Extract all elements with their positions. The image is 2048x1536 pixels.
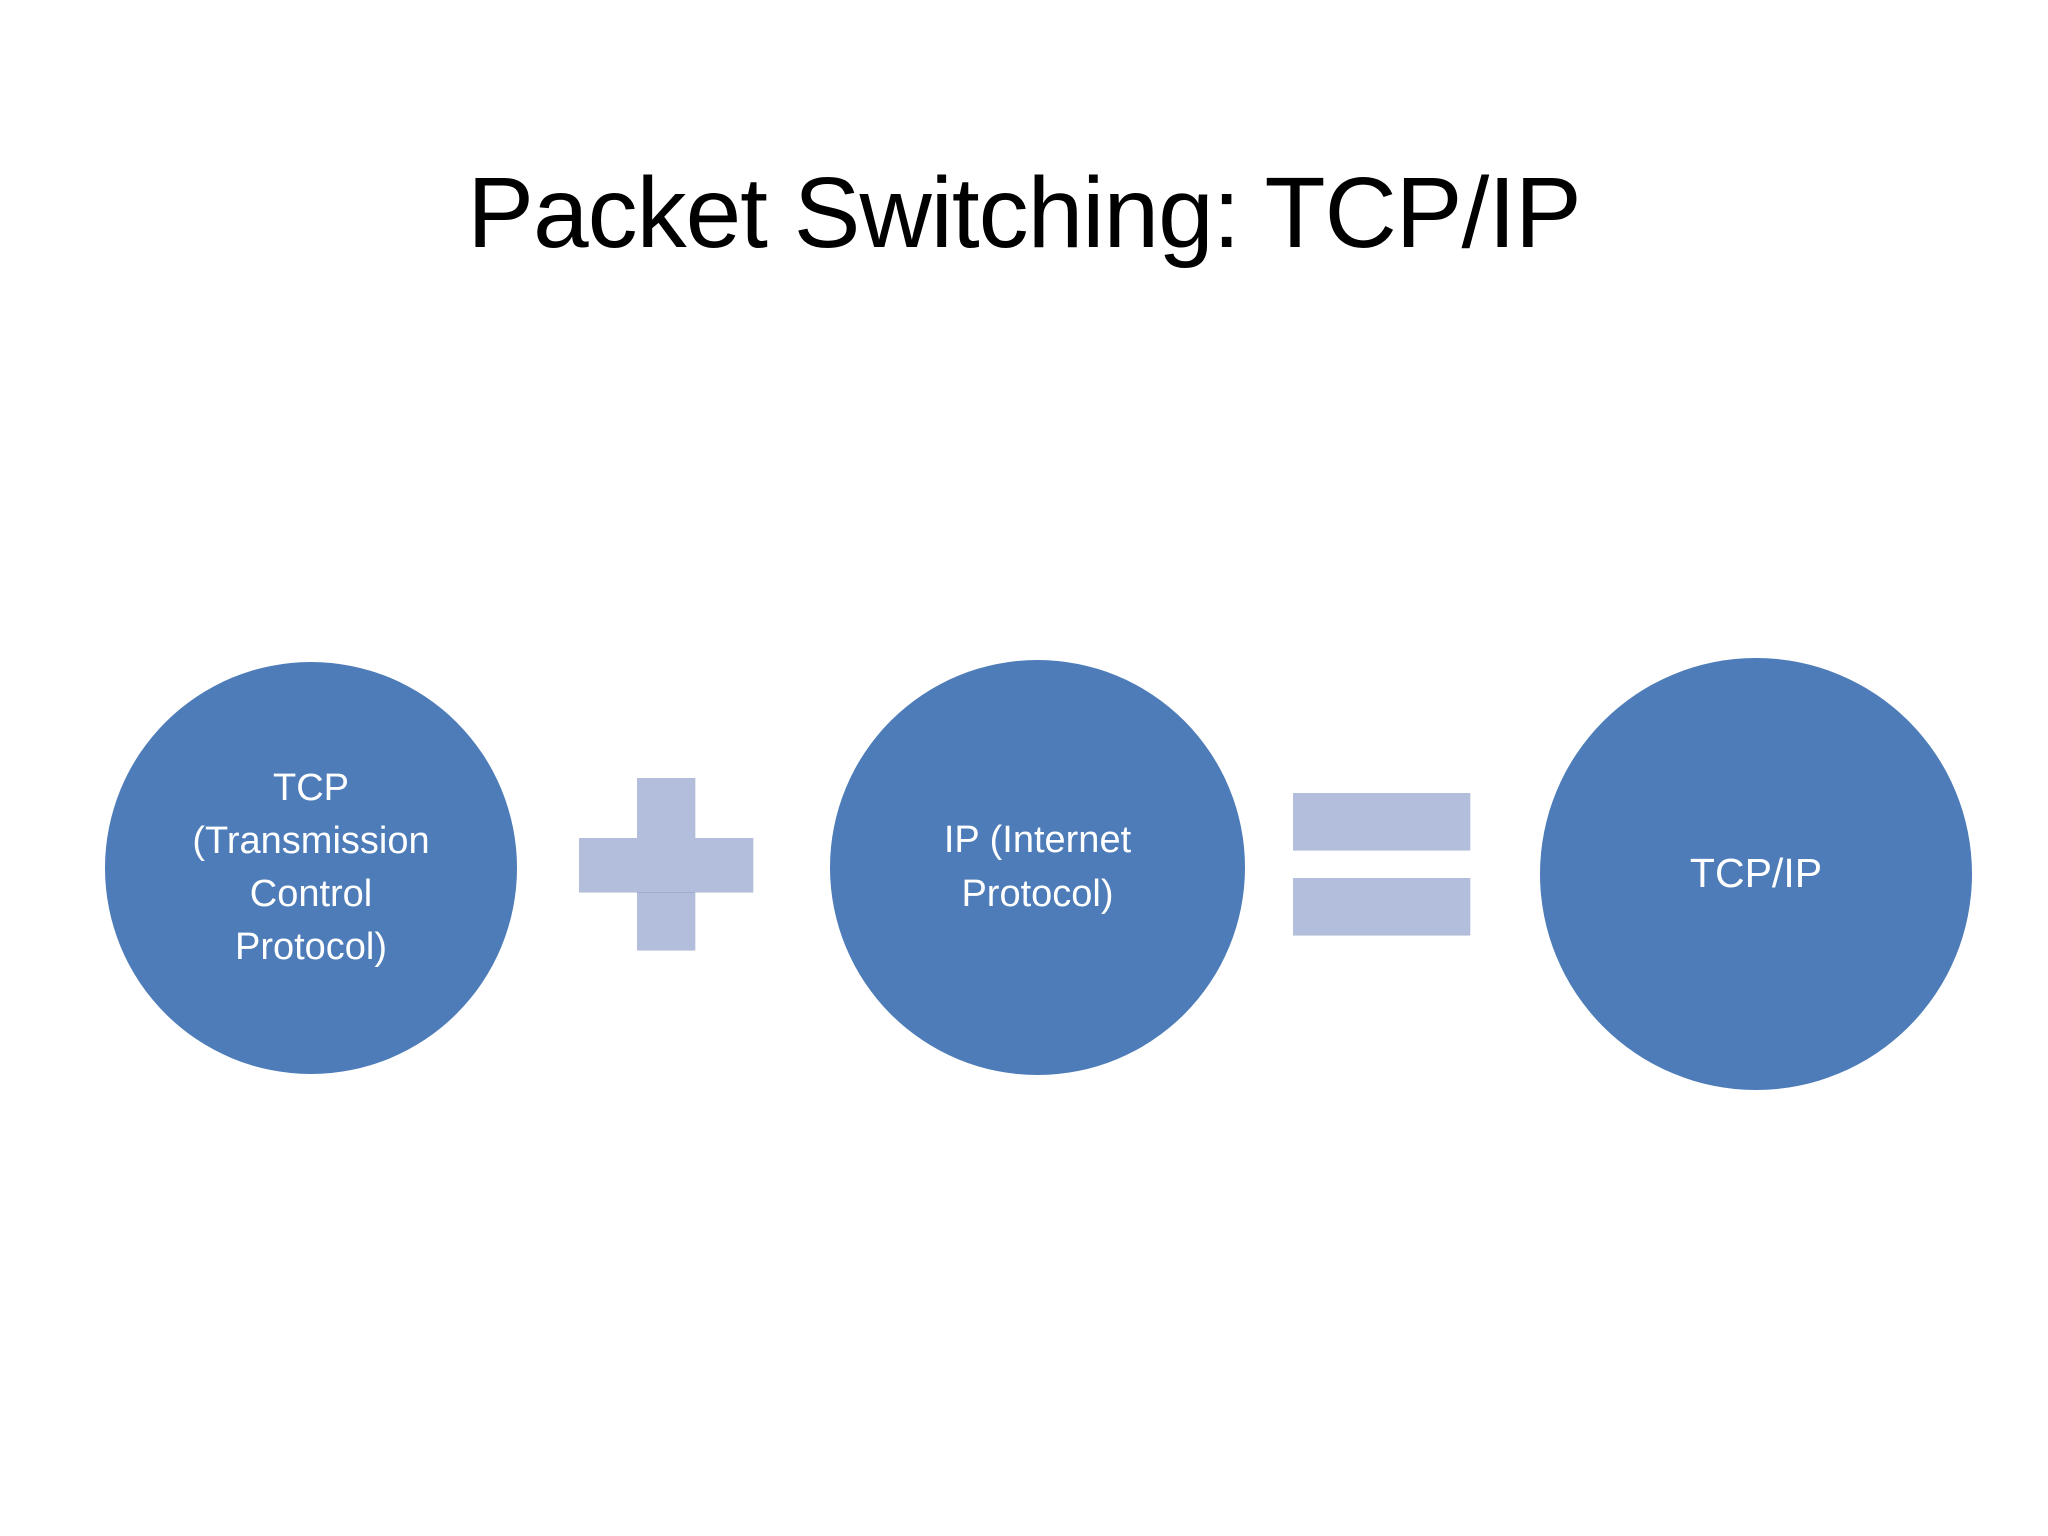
tcp-circle-label: TCP (Transmission Control Protocol) — [192, 766, 430, 969]
plus-icon — [579, 778, 753, 950]
plus-icon-horizontal-bar — [579, 838, 753, 892]
equals-icon-bottom-bar — [1293, 878, 1470, 935]
equals-icon — [1293, 793, 1470, 935]
tcp-circle: TCP (Transmission Control Protocol) — [105, 662, 517, 1074]
slide-title: Packet Switching: TCP/IP — [467, 157, 1582, 269]
tcpip-circle-label: TCP/IP — [1689, 850, 1823, 897]
tcpip-circle: TCP/IP — [1540, 658, 1972, 1090]
ip-circle: IP (Internet Protocol) — [830, 660, 1245, 1075]
ip-circle-label: IP (Internet Protocol) — [943, 819, 1132, 915]
equals-icon-top-bar — [1293, 793, 1470, 850]
